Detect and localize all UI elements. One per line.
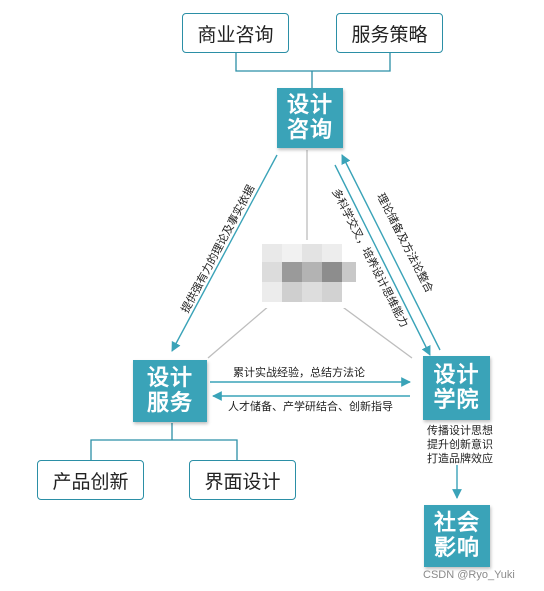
business-consulting-box: 商业咨询 <box>182 13 289 53</box>
social-impact-node: 社会 影响 <box>424 505 490 567</box>
csdn-watermark: CSDN @Ryo_Yuki <box>423 569 515 581</box>
spoke-right <box>339 304 413 359</box>
academy-note-2: 提升创新意识 <box>427 438 493 451</box>
design-academy-node: 设计 学院 <box>423 356 490 420</box>
tree-line-top <box>235 52 391 88</box>
service-strategy-box: 服务策略 <box>336 13 443 53</box>
service-strategy-label: 服务策略 <box>351 23 428 46</box>
arrow-consult-service <box>171 154 278 352</box>
spoke-left <box>207 304 271 359</box>
pixelated-center-image <box>258 240 358 308</box>
product-innovation-box: 产品创新 <box>37 460 144 500</box>
social-impact-label: 社会 影响 <box>433 510 480 561</box>
interface-design-box: 界面设计 <box>189 460 296 500</box>
tree-line-bottom <box>90 423 238 460</box>
design-academy-label: 设计 学院 <box>433 362 480 413</box>
product-innovation-label: 产品创新 <box>52 470 129 493</box>
design-service-node: 设计 服务 <box>133 360 207 422</box>
design-consulting-node: 设计 咨询 <box>277 88 343 148</box>
arrow-consult-academy <box>334 164 431 356</box>
interface-design-label: 界面设计 <box>204 470 281 493</box>
edge-label-service-academy: 累计实战经验，总结方法论 <box>233 366 365 379</box>
business-consulting-label: 商业咨询 <box>197 23 274 46</box>
academy-note-1: 传播设计思想 <box>427 424 493 437</box>
edge-label-academy-service: 人才储备、产学研结合、创新指导 <box>228 400 393 413</box>
design-consulting-label: 设计 咨询 <box>286 92 333 143</box>
academy-note-3: 打造品牌效应 <box>427 452 493 465</box>
design-service-label: 设计 服务 <box>146 365 193 416</box>
arrow-academy-consult <box>341 154 441 351</box>
